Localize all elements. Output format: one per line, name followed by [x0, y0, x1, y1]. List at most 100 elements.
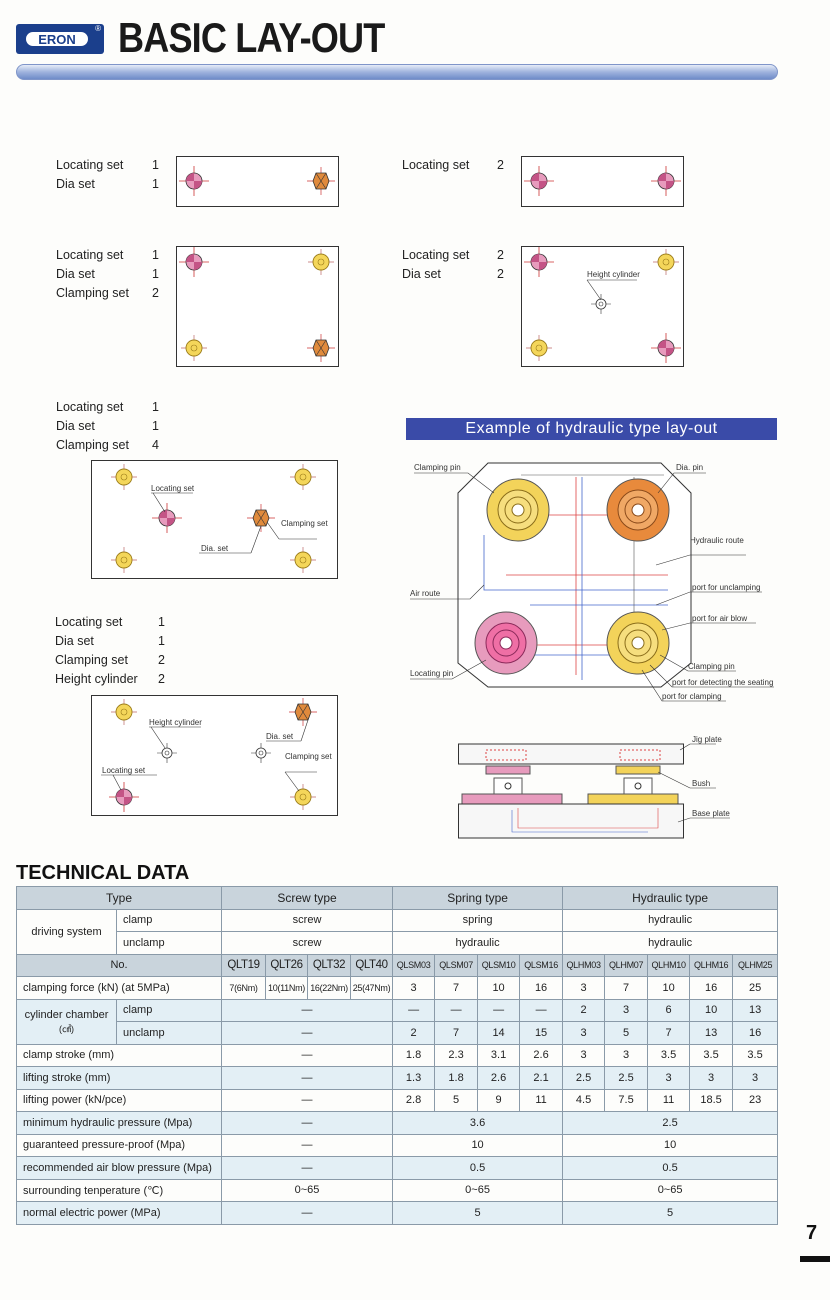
table-cell: 3	[689, 1066, 734, 1090]
layout-label: Clamping set	[56, 286, 129, 300]
annotation-dia-set: Dia. set	[201, 544, 229, 553]
logo-text: ERON	[24, 30, 90, 48]
table-cell: 0.5	[392, 1156, 564, 1180]
table-cell: 5	[434, 1088, 479, 1112]
layout-count: 2	[497, 158, 504, 172]
table-cell: 2.6	[519, 1043, 564, 1067]
table-cell: 3	[562, 1021, 606, 1045]
clamp-label: clamp	[115, 998, 223, 1022]
table-row: unclamp screw hydraulic hydraulic	[17, 931, 779, 955]
model-cell: QLT26	[265, 953, 309, 977]
table-cell: —	[221, 1133, 394, 1157]
table-row: cylinder chamber (㎤) clamp — — — — — 2 3…	[16, 998, 779, 1045]
table-cell: 0~65	[221, 1178, 394, 1202]
table-cell: 15	[519, 1021, 564, 1045]
table-cell: 2.3	[434, 1043, 479, 1067]
table-row: unclamp — 2 7 14 15 3 5 7 13 16	[16, 1021, 779, 1045]
table-cell: 3	[604, 998, 649, 1022]
layout-count: 1	[152, 158, 159, 172]
table-cell: 13	[732, 998, 779, 1022]
bush-right	[615, 765, 661, 775]
callout-hydraulic-route: Hydraulic route	[690, 536, 744, 545]
table-cell: 10	[392, 1133, 564, 1157]
hydraulic-type-header: Hydraulic type	[562, 886, 779, 910]
table-cell: 6	[647, 998, 691, 1022]
table-cell: 10(11Nm)	[265, 976, 309, 1000]
layout-2-counts: 2	[497, 156, 504, 175]
table-cell: 2.8	[392, 1088, 436, 1112]
annotation-locating-set: Locating set	[151, 484, 195, 493]
row-label: guaranteed pressure-proof (Mpa)	[15, 1133, 223, 1157]
table-cell: —	[392, 998, 436, 1022]
table-cell: hydraulic	[562, 931, 779, 955]
table-cell: 23	[732, 1088, 779, 1112]
page-title: BASIC LAY-OUT	[118, 14, 385, 61]
table-cell: screw	[221, 908, 394, 932]
layout-6-labels: Locating set Dia set Clamping set Height…	[55, 613, 165, 689]
layout-4-diagram: Height cylinder	[521, 246, 684, 367]
annotation-clamping-set: Clamping set	[281, 519, 328, 528]
table-cell: 5	[604, 1021, 649, 1045]
layout-count: 1	[152, 400, 159, 414]
layout-3-counts: 1 1 2	[152, 246, 159, 303]
cylinder-unit: (㎤)	[59, 1023, 74, 1034]
table-cell: 10	[477, 976, 521, 1000]
layout-count: 1	[152, 177, 159, 191]
table-row: minimum hydraulic pressure (Mpa) — 3.6 2…	[15, 1111, 779, 1135]
table-cell: 25(47Nm)	[350, 976, 394, 1000]
table-cell: 3	[562, 976, 606, 1000]
callout-port-for-clamping: port for clamping	[662, 692, 722, 701]
row-label: minimum hydraulic pressure (Mpa)	[15, 1111, 223, 1135]
eron-logo: ERON ®	[16, 24, 104, 54]
table-row: lifting power (kN/pce) — 2.8 5 9 11 4.5 …	[15, 1088, 779, 1112]
table-cell: 3.5	[689, 1043, 734, 1067]
table-cell: —	[221, 998, 394, 1022]
table-row: lifting stroke (mm) — 1.3 1.8 2.6 2.1 2.…	[15, 1066, 779, 1090]
unclamp-label: unclamp	[115, 1021, 223, 1045]
layout-label: Locating set	[55, 615, 123, 629]
layout-label: Dia set	[56, 177, 95, 191]
layout-label: Clamping set	[55, 653, 128, 667]
table-row: guaranteed pressure-proof (Mpa) — 10 10	[15, 1133, 779, 1157]
page-marker-bar	[800, 1256, 830, 1262]
table-cell: 3	[604, 1043, 649, 1067]
table-cell: 2	[562, 998, 606, 1022]
layout-count: 4	[152, 438, 159, 452]
layout-label: Height cylinder	[55, 672, 138, 686]
table-cell: 10	[562, 1133, 779, 1157]
layout-label: Dia set	[402, 267, 441, 281]
table-row: Type Screw type Spring type Hydraulic ty…	[15, 886, 779, 910]
model-cell: QLHM25	[732, 953, 779, 977]
callout-port-for-unclamping: port for unclamping	[692, 583, 760, 592]
driving-system-label: driving system	[16, 908, 117, 955]
table-cell: —	[221, 1111, 394, 1135]
table-cell: 3.5	[647, 1043, 691, 1067]
row-label: clamp stroke (mm)	[15, 1043, 223, 1067]
layout-5-counts: 1 1 4	[152, 398, 159, 455]
row-label: lifting power (kN/pce)	[15, 1088, 223, 1112]
dia-pin-icon	[606, 478, 670, 542]
layout-label: Dia set	[56, 419, 95, 433]
layout-4-labels: Locating set Dia set	[402, 246, 502, 284]
callout-base-plate: Base plate	[692, 809, 730, 818]
layout-count: 2	[158, 672, 165, 686]
table-cell: 7(6Nm)	[221, 976, 267, 1000]
layout-5-labels: Locating set Dia set Clamping set	[56, 398, 156, 455]
table-cell: 0~65	[562, 1178, 779, 1202]
jig-plate	[458, 743, 684, 765]
annotation-clamping-set-text: Clamping set	[281, 519, 328, 528]
callout-air-route: Air route	[410, 589, 441, 598]
layout-label: Clamping set	[56, 438, 129, 452]
layout-1-diagram	[176, 156, 339, 207]
table-cell: 3	[647, 1066, 691, 1090]
callout-port-for-air-blow: port for air blow	[692, 614, 747, 623]
callout-clamping-pin-2: Clamping pin	[688, 662, 735, 671]
model-cell: QLSM07	[434, 953, 479, 977]
base-plate	[458, 803, 684, 839]
annotation-dia-set: Dia. set	[266, 732, 294, 741]
callout-locating-pin: Locating pin	[410, 669, 453, 678]
row-label: lifting stroke (mm)	[15, 1066, 223, 1090]
hydraulic-example-banner: Example of hydraulic type lay-out	[406, 418, 777, 440]
cylinder-chamber-label: cylinder chamber (㎤)	[16, 998, 117, 1045]
layout-4-counts: 2 2	[497, 246, 504, 284]
